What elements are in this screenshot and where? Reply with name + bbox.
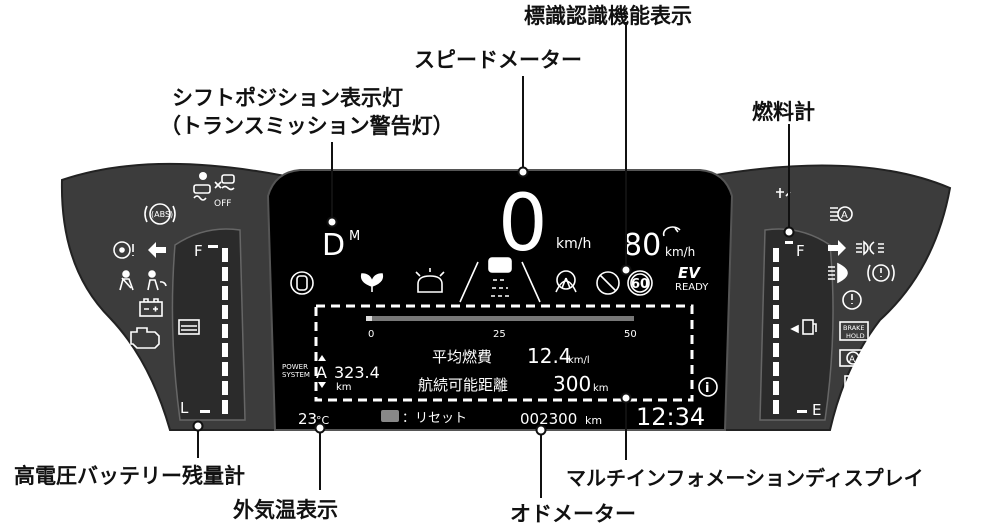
shift-position: D <box>322 228 345 263</box>
fog-light-icon <box>856 240 884 256</box>
leader-dots <box>192 166 795 436</box>
temperature-value: 23 <box>298 410 317 428</box>
charging-system-icon <box>139 298 163 317</box>
brake-warning-icon <box>867 264 895 282</box>
high-beam-icon <box>828 262 848 284</box>
range-up-arrow-icon <box>318 355 326 361</box>
avg-fuel-unit: km/l <box>568 355 590 366</box>
scale-tick-25: 25 <box>493 329 506 340</box>
range-value: 323.4 <box>334 363 380 382</box>
callout-shift-position-1: シフトポジション表示灯 <box>172 86 403 110</box>
scale-tick-50: 50 <box>624 329 637 340</box>
seatbelt-icon <box>119 270 134 291</box>
power-steering-warning-icon <box>113 241 134 259</box>
scale-bar <box>366 316 634 321</box>
cruising-range-unit: km <box>593 383 609 394</box>
traction-off-text: OFF <box>214 199 231 209</box>
info-icon <box>698 377 718 397</box>
callout-outside-temp: 外気温表示 <box>233 498 338 522</box>
range-down-arrow-icon <box>318 382 326 388</box>
brake-hold-icon <box>839 321 869 341</box>
fuel-door-icon <box>790 319 817 335</box>
hv-battery-gauge <box>200 245 228 414</box>
door-open-icon <box>290 271 314 295</box>
power-system-label-1: POWER <box>282 363 308 371</box>
abs-icon <box>144 203 176 225</box>
central-screen <box>266 169 734 431</box>
speed-limit-icon <box>627 270 653 296</box>
left-indicator-icons: OFF (ABS) <box>113 172 235 349</box>
cruise-unit: km/h <box>665 245 695 259</box>
right-indicator-icons: A BRAKE HOLD A <box>776 188 895 393</box>
scale-tick-0: 0 <box>368 329 374 340</box>
callout-speedometer: スピードメーター <box>414 48 582 72</box>
battery-icon <box>178 319 200 335</box>
odometer-unit: km <box>585 414 602 427</box>
fuel-gauge-empty-label: E <box>812 401 821 419</box>
range-unit: km <box>336 382 352 393</box>
callout-hv-battery-gauge: 高電圧バッテリー残量計 <box>14 464 245 488</box>
auto-hold-letter: A <box>849 355 856 365</box>
callout-fuel-gauge: 燃料計 <box>752 100 815 124</box>
callout-odometer: オドメーター <box>510 502 636 526</box>
power-mode-letter: A <box>316 363 327 382</box>
rear-cross-traffic-icon <box>415 268 445 293</box>
check-engine-icon <box>130 327 160 349</box>
hv-gauge-low-label: L <box>180 399 189 417</box>
traction-control-off-icon <box>193 174 235 201</box>
callout-sign-recognition: 標識認識機能表示 <box>524 4 692 28</box>
reset-label: ：リセット <box>402 411 467 426</box>
tire-pressure-icon <box>842 290 862 310</box>
brake-hold-line1: BRAKE <box>843 324 865 332</box>
speed-unit: km/h <box>556 236 591 252</box>
avg-fuel-label: 平均燃費 <box>432 348 492 366</box>
display-icon-row <box>290 257 653 303</box>
left-gauge-bezel <box>171 228 246 421</box>
auto-high-beam-icon <box>830 206 853 222</box>
lane-keep-icon <box>459 257 541 303</box>
fuel-gauge <box>773 241 807 414</box>
cruising-range-value: 300 <box>553 372 591 396</box>
power-system-label-2: SYSTEM <box>282 371 310 379</box>
brake-hold-line2: HOLD <box>846 332 865 340</box>
reset-button-icon <box>381 410 399 422</box>
clock-display: 12:34 <box>636 403 705 431</box>
airbag-icon <box>147 270 167 291</box>
ev-badge: EV <box>678 264 701 282</box>
leader-lines <box>197 22 790 498</box>
cruise-icon <box>662 226 681 237</box>
hv-gauge-full-label: F <box>194 242 203 260</box>
no-overtaking-icon <box>596 271 620 295</box>
multi-info-box <box>314 304 694 402</box>
fuel-gauge-full-label: F <box>796 242 805 260</box>
speed-limit-value: 60 <box>631 277 649 292</box>
abs-text: (ABS) <box>151 210 173 219</box>
right-turn-signal-icon <box>828 240 846 256</box>
fuel-pump-icon <box>844 375 862 393</box>
avg-fuel-value: 12.4 <box>527 344 572 368</box>
speed-value: 0 <box>498 179 548 269</box>
ready-text: READY <box>675 282 709 293</box>
auto-high-beam-letter: A <box>841 210 848 221</box>
scale-bar-fill <box>366 316 372 321</box>
eco-icon <box>360 273 384 292</box>
odometer-value: 002300 <box>520 410 577 428</box>
road-departure-icon <box>555 270 577 293</box>
shift-mode: M <box>349 229 360 244</box>
left-turn-signal-icon <box>148 242 166 258</box>
indicator-dot-icon <box>199 172 207 180</box>
info-icon-letter: i <box>705 381 709 396</box>
auto-hold-icon <box>839 349 867 367</box>
callout-multi-info-display: マルチインフォメーションディスプレイ <box>566 466 924 490</box>
callout-shift-position-2: （トランスミッション警告灯） <box>160 114 454 138</box>
cruising-range-label: 航続可能距離 <box>418 376 508 394</box>
cruise-speed: 80 <box>623 228 661 263</box>
